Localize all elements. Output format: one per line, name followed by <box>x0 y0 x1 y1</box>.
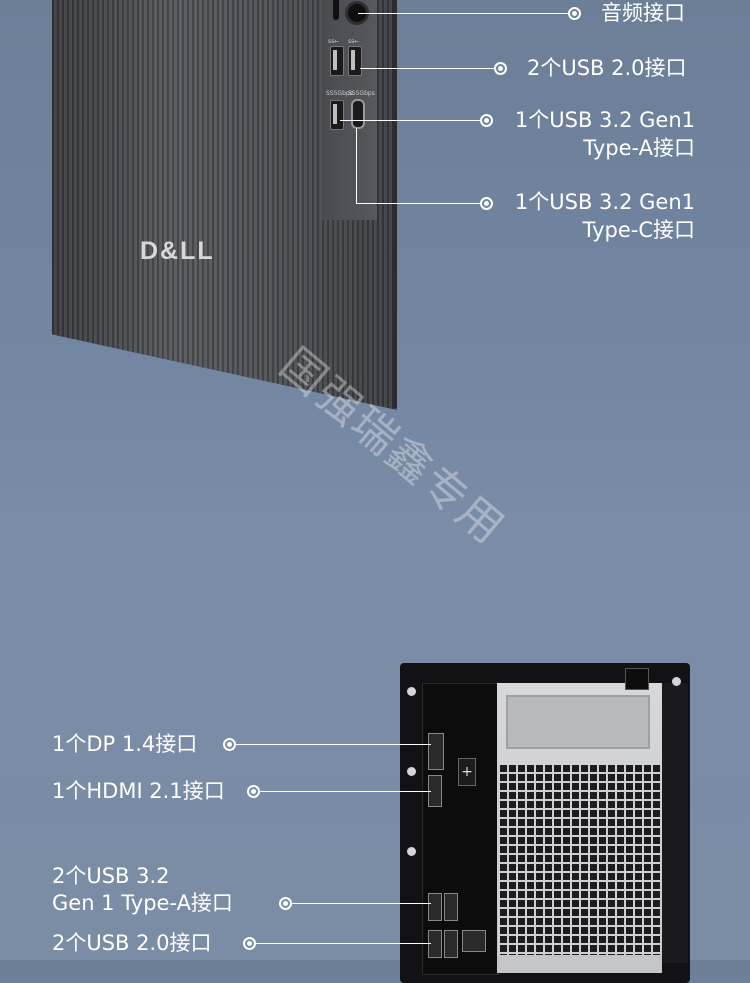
typec-tag: SS5Gbps <box>348 90 375 97</box>
usb-tag-2: ss← <box>348 38 360 45</box>
callout-dot-icon <box>279 897 292 910</box>
typea-tag: SS5Gbps <box>326 90 353 97</box>
rear-side-strip <box>662 683 688 963</box>
callout-typea-label-1: 1个USB 3.2 Gen1 <box>514 108 695 132</box>
callout-typec-label-1: 1个USB 3.2 Gen1 <box>514 190 695 214</box>
screw-icon <box>407 767 416 776</box>
usb-tag-1: ss← <box>328 38 340 45</box>
usb-typec-port-icon <box>351 99 365 129</box>
callout-line-usb3 <box>292 903 431 904</box>
callout-line-usb2-rear <box>256 943 431 944</box>
callout-dot-icon <box>494 62 507 75</box>
usb-2-port-icon <box>330 46 344 76</box>
callout-line-hdmi <box>260 791 431 792</box>
callout-dot-icon <box>480 114 493 127</box>
usb-2-rear-port-icon <box>444 930 458 958</box>
screw-icon <box>407 847 416 856</box>
rear-io-panel <box>422 683 499 975</box>
usb-2-rear-port-icon <box>428 930 442 958</box>
lock-slot-icon <box>625 668 649 690</box>
callout-line-audio <box>358 13 570 14</box>
callout-dot-icon <box>247 785 260 798</box>
usb-3-typea-port-icon <box>330 100 344 130</box>
callout-dot-icon <box>568 7 581 20</box>
power-slot <box>333 0 339 20</box>
audio-jack-icon <box>348 4 366 22</box>
callout-line-usb2 <box>360 68 496 69</box>
ethernet-port-icon <box>462 930 486 952</box>
callout-vline-typec <box>356 128 357 203</box>
callout-usb2-label: 2个USB 2.0接口 <box>527 56 687 80</box>
callout-dp-label: 1个DP 1.4接口 <box>52 732 198 756</box>
dp-port-icon <box>428 733 444 770</box>
usb-3-rear-port-icon <box>444 893 458 921</box>
callout-hdmi-label: 1个HDMI 2.1接口 <box>52 779 225 803</box>
fan-grille <box>498 765 661 955</box>
callout-typec-label-2: Type-C接口 <box>582 218 695 242</box>
callout-line-typec <box>356 203 482 204</box>
callout-usb3-label-2: Gen 1 Type-A接口 <box>52 891 233 915</box>
callout-usb2-rear-label: 2个USB 2.0接口 <box>52 931 212 955</box>
rear-bay-lip <box>506 695 650 749</box>
dell-logo: D&LL <box>140 237 215 265</box>
tower-edge <box>392 0 397 408</box>
callout-line-dp <box>236 744 431 745</box>
callout-usb3-label-1: 2个USB 3.2 <box>52 864 170 888</box>
usb-2-port-icon <box>348 46 362 76</box>
callout-line-typea <box>340 120 482 121</box>
callout-audio-label: 音频接口 <box>601 1 685 25</box>
callout-dot-icon <box>223 738 236 751</box>
usb-3-rear-port-icon <box>428 893 442 921</box>
callout-dot-icon <box>243 937 256 950</box>
screw-icon <box>407 687 416 696</box>
callout-typea-label-2: Type-A接口 <box>583 136 695 160</box>
power-connector-icon: + <box>458 758 476 786</box>
screw-icon <box>672 677 681 686</box>
callout-dot-icon <box>480 197 493 210</box>
